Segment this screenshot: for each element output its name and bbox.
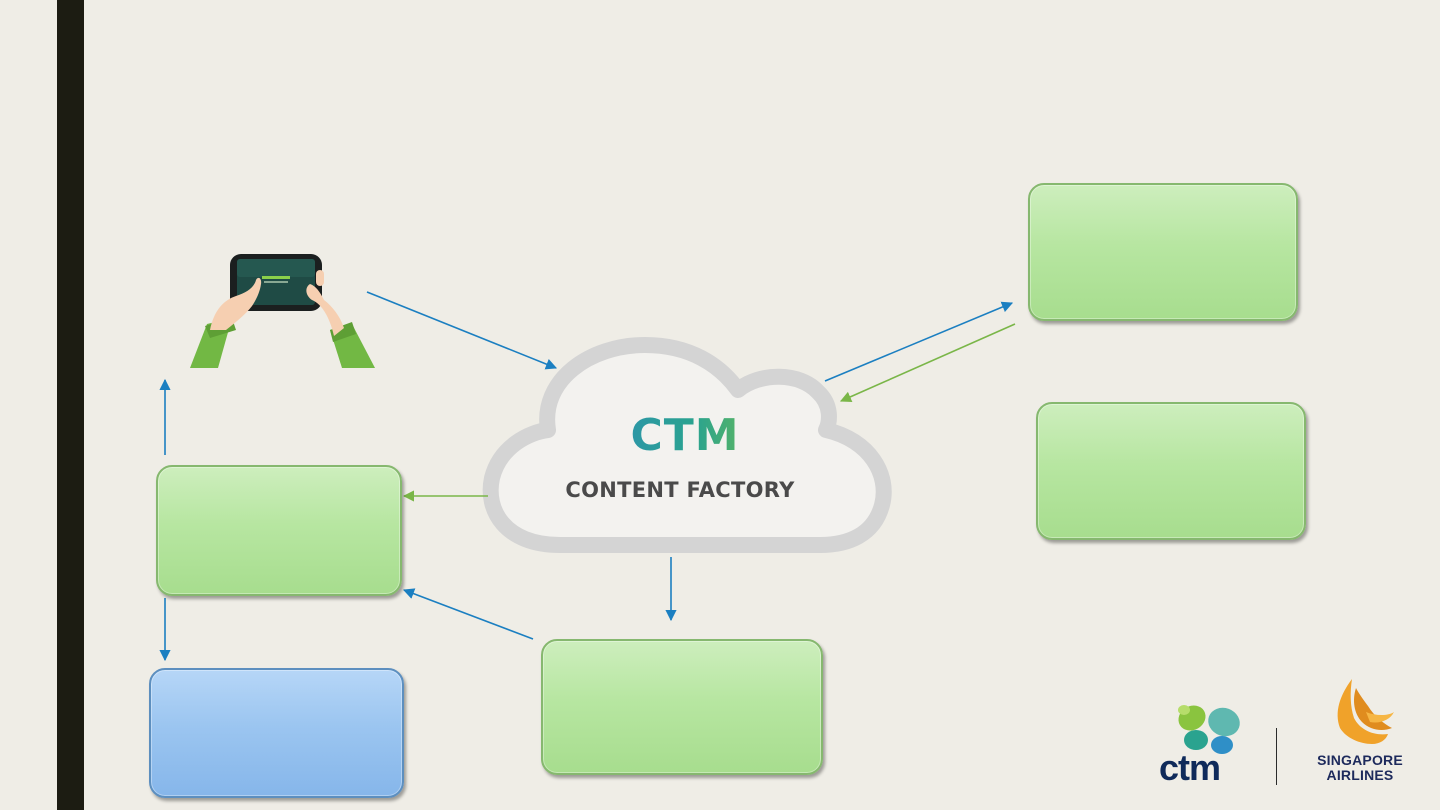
content-factory-label: CONTENT FACTORY — [565, 478, 795, 502]
singapore-airlines-bird-logo-icon — [1337, 679, 1394, 744]
arrow-tablet-to-cloud — [366, 291, 558, 370]
process-box-bottom — [541, 639, 823, 775]
ctm-cloud-logo: CTM — [585, 410, 785, 461]
process-box-mid-right — [1036, 402, 1306, 540]
ctm-wordmark: ctm — [1159, 747, 1221, 788]
arrow-cloud-to-top-right — [824, 301, 1014, 382]
arrow-bottom-box-to-left-box — [402, 588, 534, 640]
slide-accent-bar — [57, 0, 84, 810]
process-box-left — [156, 465, 402, 596]
ctm-butterfly-logo-icon — [1178, 705, 1240, 754]
brand-divider — [1276, 728, 1277, 785]
process-box-blue — [149, 668, 404, 798]
airline-name-line1: SINGAPORE — [1317, 752, 1403, 768]
hands-holding-tablet-icon — [190, 254, 375, 368]
process-box-top-right — [1028, 183, 1298, 321]
airline-name-line2: AIRLINES — [1326, 767, 1394, 783]
arrow-top-right-to-cloud — [839, 323, 1016, 403]
